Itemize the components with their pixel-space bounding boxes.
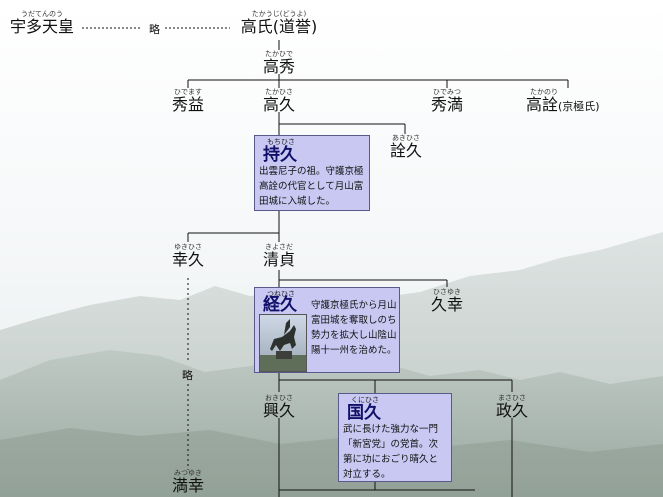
card-mochihisa: もちひさ 持久 出雲尼子の祖。守護京極高詮の代官として月山富田城に入城した。 [254, 135, 370, 211]
person-ruby: おきひさ [265, 394, 293, 402]
person-ruby: ひさゆき [433, 288, 461, 296]
person-name: 高久 [262, 95, 295, 114]
person-note: (京極氏) [558, 100, 600, 113]
person-ruby: たかひさ [265, 88, 293, 96]
card-ruby: くにひさ [351, 396, 379, 404]
omission-label: 略 [182, 369, 193, 382]
card-ruby: もちひさ [267, 138, 295, 146]
person-name: 清貞 [262, 250, 295, 269]
person-name: 高秀 [262, 57, 295, 76]
person-ruby: ゆきひさ [174, 243, 202, 251]
person-ruby: まさひさ [498, 394, 526, 402]
person-ruby: みつゆき [174, 469, 202, 477]
card-description: 武に長けた強力な一門「新宮党」の党首。次第に功におごり晴久と対立する。 [343, 424, 439, 480]
person-name: 秀益 [171, 95, 204, 114]
person-name: 高氏(道誉) [240, 17, 318, 36]
horse-statue-icon [260, 319, 306, 371]
person-uda: うだてんのう 宇多天皇 [6, 10, 78, 36]
person-name: 政久 [495, 401, 528, 420]
person-hidemasu: ひでます 秀益 [163, 88, 213, 114]
person-name: 高詮 [526, 95, 559, 114]
person-ruby: あきひさ [392, 134, 420, 142]
person-name: 秀満 [430, 95, 463, 114]
person-name: 宇多天皇 [9, 17, 74, 36]
person-ruby: たかうじ(どうよ) [251, 10, 307, 18]
card-tsunehisa: つねひさ 経久 守護京極氏から月山富田城を奪取しのち勢力を拡大し山陰山陽十一州を… [254, 287, 400, 373]
person-takauji: たかうじ(どうよ) 高氏(道誉) [232, 10, 326, 36]
card-name: 国久 [347, 403, 381, 423]
person-mitsuyuki: みつゆき 満幸 [163, 469, 213, 495]
person-kiyosada: きよさだ 清貞 [254, 243, 304, 269]
person-akihisa: あきひさ 詮久 [386, 134, 426, 160]
person-hidemitsu: ひでみつ 秀満 [422, 88, 472, 114]
card-name: 持久 [263, 145, 297, 165]
person-name: 満幸 [171, 476, 204, 495]
card-kunihisa: くにひさ 国久 武に長けた強力な一門「新宮党」の党首。次第に功におごり晴久と対立… [338, 393, 452, 482]
person-ruby: ひでみつ [433, 88, 461, 96]
person-name: 幸久 [171, 250, 204, 269]
person-name: 久幸 [430, 295, 463, 314]
person-hisayuki: ひさゆき 久幸 [422, 288, 472, 314]
person-takahisa: たかひさ 高久 [254, 88, 304, 114]
person-ruby: たかのり [530, 88, 558, 96]
person-okihisa: おきひさ 興久 [254, 394, 304, 420]
card-name: 経久 [263, 295, 297, 315]
person-takahide: たかひで 高秀 [254, 50, 304, 76]
person-ruby: たかひで [265, 50, 293, 58]
person-takanori: たかのり 高詮(京極氏) [526, 88, 616, 116]
card-ruby: つねひさ [267, 290, 295, 298]
omission-label: 略 [149, 23, 160, 36]
person-name: 詮久 [389, 141, 422, 160]
card-description: 守護京極氏から月山富田城を奪取しのち勢力を拡大し山陰山陽十一州を治めた。 [311, 300, 397, 356]
person-ruby: うだてんのう [21, 10, 63, 18]
person-masahisa: まさひさ 政久 [487, 394, 537, 420]
person-ruby: きよさだ [265, 243, 293, 251]
statue-photo [259, 314, 307, 372]
person-ruby: ひでます [174, 88, 202, 96]
person-name: 興久 [262, 401, 295, 420]
card-description: 出雲尼子の祖。守護京極高詮の代官として月山富田城に入城した。 [259, 166, 364, 207]
person-yukihisa: ゆきひさ 幸久 [163, 243, 213, 269]
